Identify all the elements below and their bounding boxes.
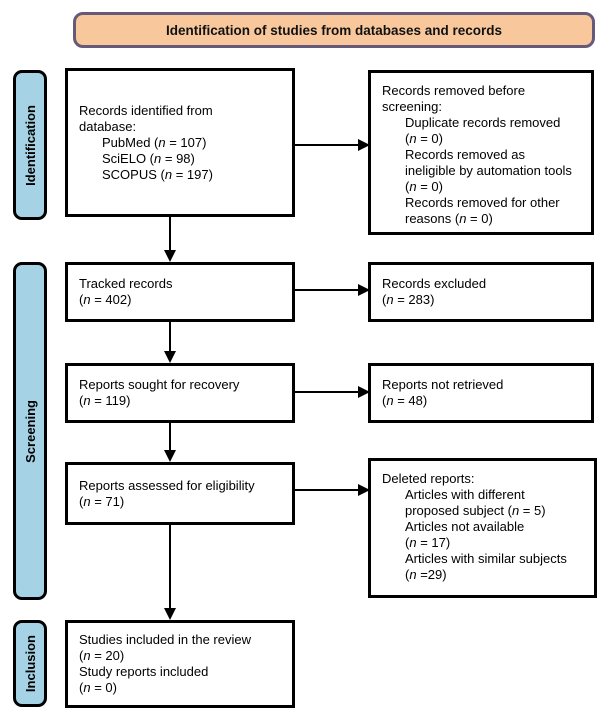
box-studies-included: Studies included in the review(n = 20)St… xyxy=(65,620,295,708)
box-line: ineligible by automation tools xyxy=(405,163,572,178)
stage-label-screening-text: Screening xyxy=(22,399,38,463)
box-line: Studies included in the review xyxy=(79,632,251,647)
diagram-title: Identification of studies from databases… xyxy=(165,22,503,38)
box-line: SciELO (n = 98) xyxy=(102,150,195,166)
box-line: (n = 17) xyxy=(405,535,451,550)
box-line: reasons (n = 0) xyxy=(405,211,493,226)
box-line: PubMed (n = 107) xyxy=(102,134,207,150)
box-reports-sought: Reports sought for recovery(n = 119) xyxy=(65,363,295,423)
stage-label-screening: Screening xyxy=(13,262,47,600)
box-line: Study reports included xyxy=(79,664,209,679)
box-line: Records identified from xyxy=(79,102,213,118)
box-reports-assessed: Reports assessed for eligibility(n = 71) xyxy=(65,462,295,525)
box-line: (n = 0) xyxy=(79,680,117,695)
box-line: proposed subject (n = 5) xyxy=(405,503,546,518)
box-line: (n = 402) xyxy=(79,292,132,307)
box-line: (n = 48) xyxy=(382,393,428,408)
box-line: Records excluded xyxy=(382,276,487,291)
stage-label-identification: Identification xyxy=(13,70,47,220)
box-line: database: xyxy=(79,118,137,134)
stage-label-inclusion-text: Inclusion xyxy=(22,634,38,693)
box-records-excluded: Records excluded(n = 283) xyxy=(368,262,594,322)
box-line: Reports not retrieved xyxy=(382,377,504,392)
box-line: (n =29) xyxy=(405,567,447,582)
box-line: Reports sought for recovery xyxy=(79,377,240,392)
box-line: Deleted reports: xyxy=(382,471,475,486)
box-line: Records removed for other xyxy=(405,195,560,210)
box-line: (n = 0) xyxy=(405,179,443,194)
stage-label-identification-text: Identification xyxy=(22,104,38,186)
box-line: screening: xyxy=(382,99,442,114)
box-tracked-records: Tracked records(n = 402) xyxy=(65,262,295,322)
box-line: Reports assessed for eligibility xyxy=(79,477,255,493)
box-line: Articles not available xyxy=(405,519,525,534)
box-line: (n = 283) xyxy=(382,292,435,307)
box-line: (n = 71) xyxy=(79,493,125,509)
box-line: Tracked records xyxy=(79,276,173,291)
box-reports-not-retrieved: Reports not retrieved(n = 48) xyxy=(368,363,594,423)
box-line: Duplicate records removed xyxy=(405,115,561,130)
box-line: (n = 20) xyxy=(79,648,125,663)
box-line: (n = 119) xyxy=(79,393,131,408)
header-banner: Identification of studies from databases… xyxy=(73,12,595,48)
box-line: (n = 0) xyxy=(405,131,443,146)
stage-label-inclusion: Inclusion xyxy=(13,620,47,707)
box-line: Records removed before xyxy=(382,83,526,98)
box-line: Articles with different xyxy=(405,487,525,502)
box-line: Records removed as xyxy=(405,147,525,162)
box-line: Articles with similar subjects xyxy=(405,551,567,566)
box-line: SCOPUS (n = 197) xyxy=(102,166,213,182)
